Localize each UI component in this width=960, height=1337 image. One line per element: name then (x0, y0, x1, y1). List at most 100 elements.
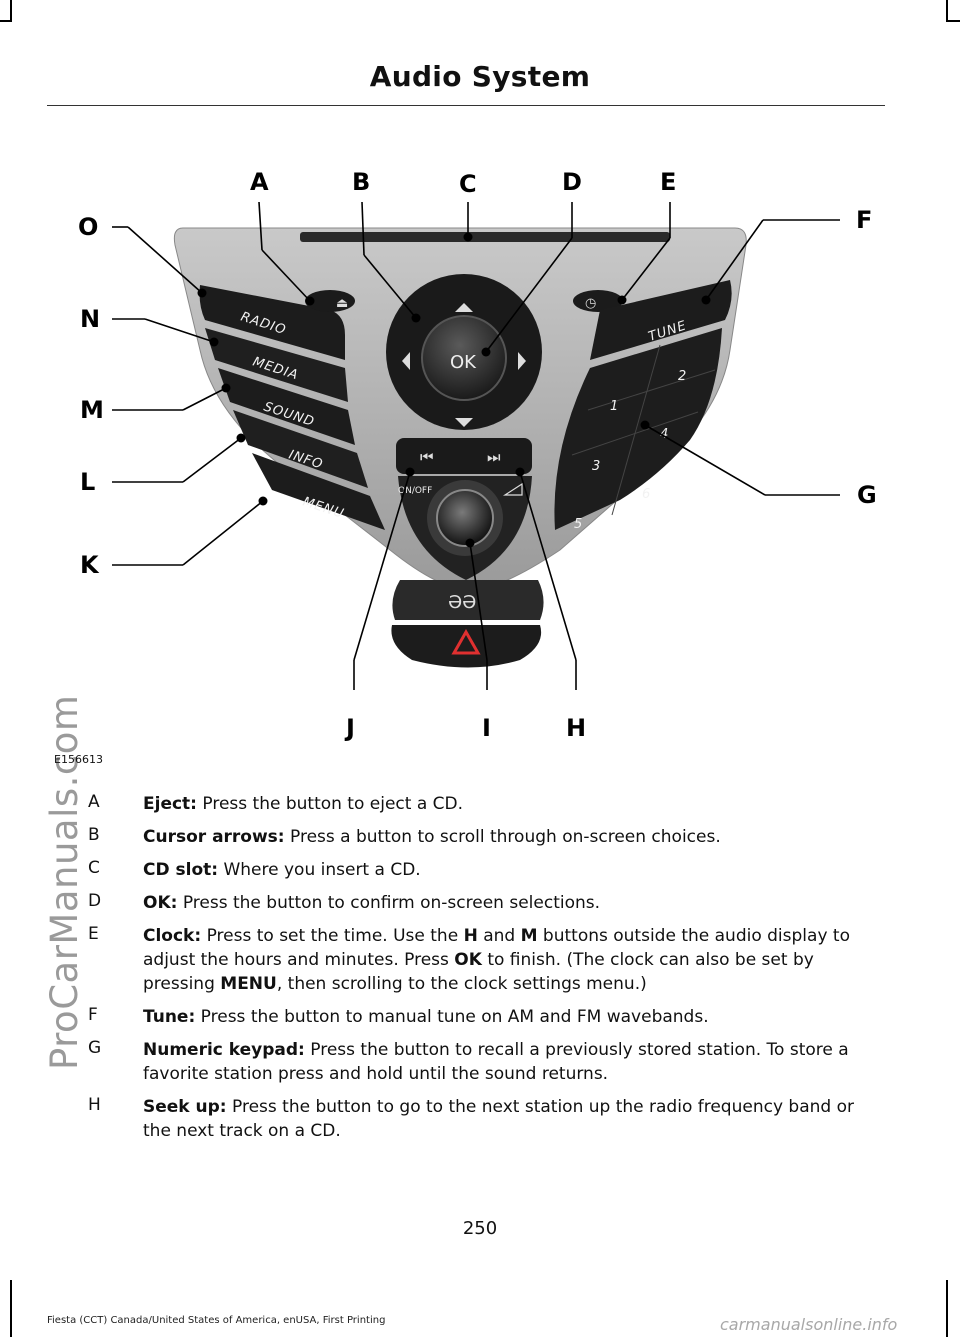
legend-letter: D (88, 891, 102, 911)
callout-d: D (562, 168, 582, 196)
callout-j: J (344, 714, 355, 742)
crop-mark (946, 1280, 948, 1337)
audio-unit-diagram: RADIO MEDIA SOUND INFO MENU ⏏ ◷ TUNE 1 2… (78, 168, 877, 742)
seek-strip (396, 438, 532, 474)
legend-text: Press the button to recall a previously … (143, 1040, 849, 1084)
legend-text: Press the button to confirm on-screen se… (177, 893, 601, 913)
info-button (233, 410, 368, 488)
legend-term: Eject: (143, 794, 197, 814)
legend-letter: B (88, 825, 100, 845)
left-button-stack (199, 285, 385, 530)
cd-slot (300, 232, 670, 242)
media-button (205, 328, 348, 402)
edition-footer: Fiesta (CCT) Canada/United States of Ame… (47, 1315, 386, 1326)
legend-text: , then scrolling to the clock settings m… (276, 974, 647, 994)
legend-letter: E (88, 924, 99, 944)
callout-e: E (660, 168, 676, 196)
figure-code: E156613 (54, 753, 103, 766)
title-divider (47, 105, 885, 106)
legend-keyword: MENU (220, 974, 277, 994)
legend-text: Where you insert a CD. (218, 860, 421, 880)
legend-item-e: E Clock: Press to set the time. Use the … (88, 924, 878, 996)
legend-term: OK: (143, 893, 178, 913)
legend-text: Press the button to eject a CD. (196, 794, 464, 814)
legend-keyword: M (520, 926, 538, 946)
keypad-body (554, 328, 722, 530)
callout-a: A (250, 168, 269, 196)
callout-g: G (857, 481, 877, 509)
callout-c: C (459, 170, 477, 198)
legend-item-d: D OK: Press the button to confirm on-scr… (88, 891, 878, 915)
legend-term: Seek up: (143, 1097, 227, 1117)
legend-text: and (477, 926, 521, 946)
crop-mark (10, 0, 12, 22)
legend-letter: F (88, 1005, 98, 1025)
door-lock-icon: ƏƏ (448, 592, 476, 613)
legend-letter: G (88, 1038, 102, 1058)
on-off-label: ON/OFF (398, 486, 432, 496)
key-4: 4 (660, 427, 669, 442)
seek-up-icon: ⏭ (487, 448, 501, 466)
callout-i: I (482, 714, 491, 742)
legend-term: CD slot: (143, 860, 219, 880)
key-1: 1 (610, 399, 619, 414)
ok-label: OK (450, 352, 477, 373)
arrow-down-icon (455, 418, 473, 427)
clock-icon: ◷ (585, 296, 596, 311)
key-3: 3 (592, 459, 601, 474)
legend-text: Press a button to scroll through on-scre… (284, 827, 721, 847)
crop-mark (946, 0, 948, 22)
legend-keyword: H (463, 926, 478, 946)
callout-b: B (352, 168, 370, 196)
legend-item-c: C CD slot: Where you insert a CD. (88, 858, 878, 882)
legend-letter: H (88, 1095, 101, 1115)
arrow-up-icon (455, 303, 473, 312)
callout-m: M (80, 396, 104, 424)
callout-l: L (80, 468, 95, 496)
hazard-button-panel (391, 625, 542, 668)
volume-knob-cap (436, 489, 494, 547)
volume-ramp-icon (502, 482, 523, 496)
callout-f: F (856, 206, 872, 234)
key-2: 2 (678, 369, 687, 384)
sound-button (218, 368, 355, 445)
site-watermark: carmanualsonline.info (720, 1315, 898, 1334)
side-watermark: ProCarManuals.com (43, 694, 86, 1070)
right-keypad (554, 280, 732, 530)
legend-item-b: B Cursor arrows: Press a button to scrol… (88, 825, 878, 849)
legend-keyword: OK (454, 950, 482, 970)
crop-mark (946, 20, 960, 22)
arrow-right-icon (518, 352, 526, 370)
key-6: 6 (642, 487, 651, 502)
crop-mark (10, 1280, 12, 1337)
key-5: 5 (574, 517, 583, 532)
legend-list: A Eject: Press the button to eject a CD.… (88, 792, 878, 1152)
legend-term: Numeric keypad: (143, 1040, 305, 1060)
eject-button (305, 290, 355, 312)
legend-text: Press the button to manual tune on AM an… (195, 1007, 709, 1027)
legend-term: Tune: (143, 1007, 196, 1027)
callout-n: N (80, 305, 100, 333)
legend-item-h: H Seek up: Press the button to go to the… (88, 1095, 878, 1143)
ok-button (421, 315, 507, 401)
legend-item-g: G Numeric keypad: Press the button to re… (88, 1038, 878, 1086)
legend-term: Cursor arrows: (143, 827, 285, 847)
page-title: Audio System (369, 60, 591, 93)
callout-o: O (78, 213, 98, 241)
callout-k: K (80, 551, 100, 579)
callout-h: H (566, 714, 586, 742)
menu-button (252, 453, 385, 530)
legend-text: buttons outside the audio display to adj… (143, 926, 850, 970)
clock-button (573, 290, 623, 312)
legend-text: Press the button to go to the next stati… (143, 1097, 854, 1141)
tune-button (590, 280, 732, 360)
legend-text: to finish. (The clock can also be set by… (143, 950, 814, 994)
legend-item-a: A Eject: Press the button to eject a CD. (88, 792, 878, 816)
legend-letter: A (88, 792, 100, 812)
seek-down-icon: ⏮ (420, 448, 434, 466)
legend-letter: C (88, 858, 100, 878)
lock-button-panel (392, 580, 544, 620)
legend-text: Press to set the time. Use the (201, 926, 464, 946)
arrow-left-icon (402, 352, 410, 370)
hazard-icon (451, 628, 481, 655)
